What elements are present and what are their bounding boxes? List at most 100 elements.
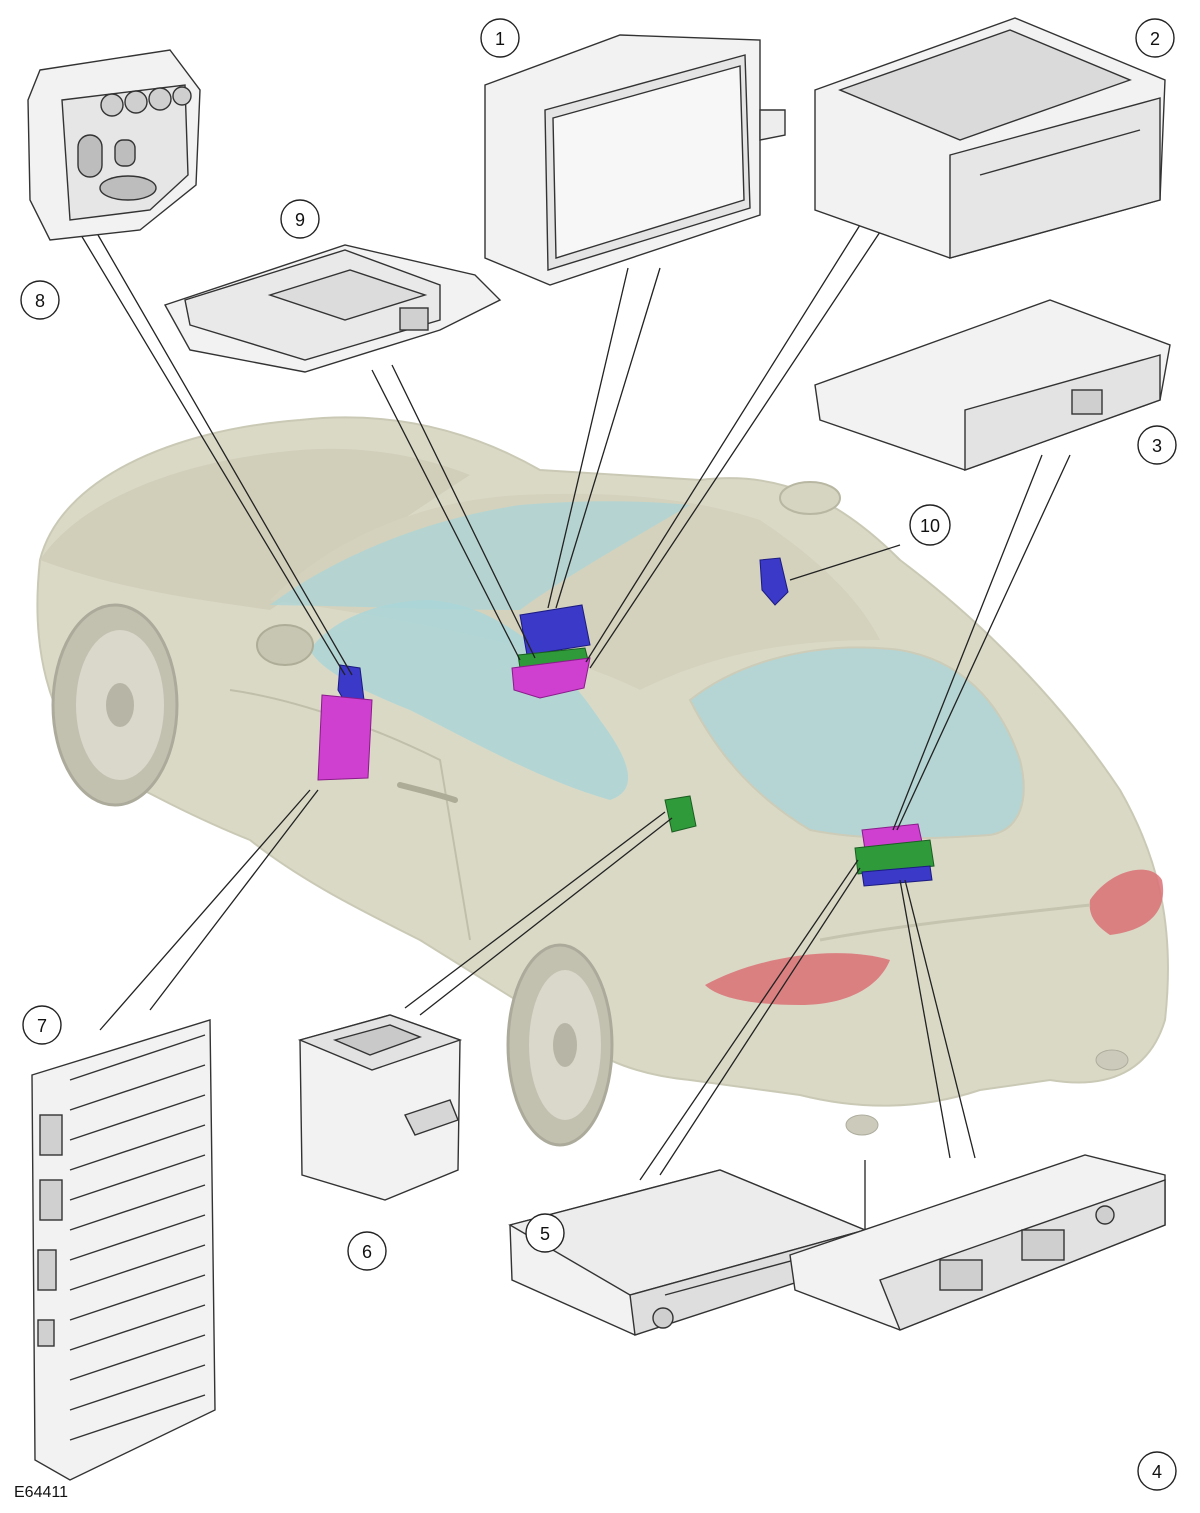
figure-code: E64411 — [14, 1484, 68, 1501]
leader-4b — [904, 879, 976, 1159]
switch-knob-3 — [148, 87, 172, 111]
component-module-3 — [814, 299, 1171, 471]
leader-3b — [896, 454, 1071, 831]
car-illustration — [36, 416, 1169, 1147]
component-display — [484, 34, 786, 286]
amplifier-connector-2 — [39, 1179, 63, 1221]
callout-2-label: 2 — [1150, 29, 1160, 49]
callout-7: 7 — [22, 1005, 62, 1045]
callout-10: 10 — [909, 504, 951, 546]
module-locations — [317, 557, 935, 887]
callout-4-label: 4 — [1152, 1462, 1162, 1482]
rear-wheel — [506, 943, 614, 1147]
leader-1b — [555, 267, 661, 609]
leader-7b — [149, 789, 319, 1011]
seat-cushion-switch — [99, 175, 157, 201]
leader-5b — [659, 867, 861, 1176]
left-mirror — [256, 624, 314, 666]
leader-2b — [589, 231, 881, 669]
callout-6-label: 6 — [362, 1242, 372, 1262]
component-module-6 — [297, 1014, 463, 1201]
door-handle — [397, 782, 458, 803]
callout-3: 3 — [1137, 425, 1177, 465]
leader-10 — [789, 544, 901, 581]
exhaust-2 — [1095, 1049, 1129, 1071]
module-display-location — [519, 604, 591, 656]
component-radio-unit — [814, 17, 1166, 259]
component-seat-switch-pack — [27, 49, 201, 241]
side-window — [310, 600, 629, 800]
radio-front — [949, 97, 1161, 259]
component-module-9 — [163, 244, 502, 373]
module-9-top — [267, 269, 428, 321]
module-6-socket — [332, 1024, 422, 1056]
amplifier-body — [31, 1019, 216, 1481]
callout-8-label: 8 — [35, 291, 45, 311]
radio-top-vents — [838, 29, 1132, 141]
right-mirror — [779, 481, 841, 515]
car-hood — [40, 448, 470, 610]
cd-slot — [979, 129, 1141, 176]
exhaust-1 — [845, 1114, 879, 1136]
leader-2a — [585, 224, 861, 663]
leader-3a — [892, 454, 1043, 831]
leader-7a — [99, 789, 311, 1031]
module-amplifier-location — [317, 694, 373, 781]
leader-4a — [899, 879, 951, 1159]
module-9-connector — [399, 307, 429, 331]
switch-knob-2 — [124, 90, 148, 114]
callout-4: 4 — [1137, 1451, 1177, 1491]
rear-window — [688, 646, 1025, 840]
windscreen — [270, 501, 690, 610]
module-3-front — [964, 354, 1161, 471]
module-6-location — [664, 795, 697, 833]
amplifier-connector-1 — [39, 1114, 63, 1156]
leader-8b — [97, 234, 353, 676]
leader-lines — [74, 224, 1071, 1181]
module-4-antenna-socket — [1095, 1205, 1115, 1225]
callout-10-label: 10 — [920, 516, 940, 536]
callout-6: 6 — [347, 1231, 387, 1271]
component-module-4 — [789, 1154, 1166, 1331]
display-bracket — [759, 109, 786, 141]
module-4-location — [861, 865, 933, 887]
switch-knob-4 — [172, 86, 192, 106]
callout-9-label: 9 — [295, 210, 305, 230]
module-6-latch — [404, 1099, 459, 1136]
leader-8a — [74, 224, 346, 676]
module-4-connector-1 — [939, 1259, 983, 1291]
front-wheel — [51, 603, 179, 807]
component-amplifier — [31, 1019, 216, 1481]
callout-7-label: 7 — [37, 1016, 47, 1036]
module-radio-location — [511, 657, 591, 699]
callout-2: 2 — [1135, 18, 1175, 58]
lumbar-switch — [114, 139, 136, 167]
amplifier-fins — [69, 1034, 206, 1441]
leader-9a — [371, 369, 521, 661]
leader-6a — [404, 811, 666, 1009]
callout-3-label: 3 — [1152, 436, 1162, 456]
taillight-right — [1089, 869, 1164, 935]
callout-9: 9 — [280, 199, 320, 239]
leader-9b — [391, 364, 536, 659]
module-10-location — [759, 557, 789, 606]
callout-5: 5 — [525, 1213, 565, 1253]
switch-knob-1 — [100, 93, 124, 117]
display-glass — [552, 65, 745, 259]
amplifier-connector-3 — [37, 1249, 57, 1291]
module-4-connector-2 — [1021, 1229, 1065, 1261]
taillight-left — [705, 953, 890, 1005]
module-3-connector — [1071, 389, 1103, 415]
leader-5a — [639, 859, 859, 1181]
callout-5-label: 5 — [540, 1224, 550, 1244]
callout-1-label: 1 — [495, 29, 505, 49]
module-5-location — [854, 839, 935, 875]
leader-6b — [419, 817, 673, 1016]
callout-1: 1 — [480, 18, 520, 58]
boot-line — [819, 903, 1091, 942]
seat-back-switch — [77, 134, 103, 178]
dvd-eject-button — [652, 1307, 674, 1329]
callout-8: 8 — [20, 280, 60, 320]
leader-1a — [547, 267, 629, 609]
